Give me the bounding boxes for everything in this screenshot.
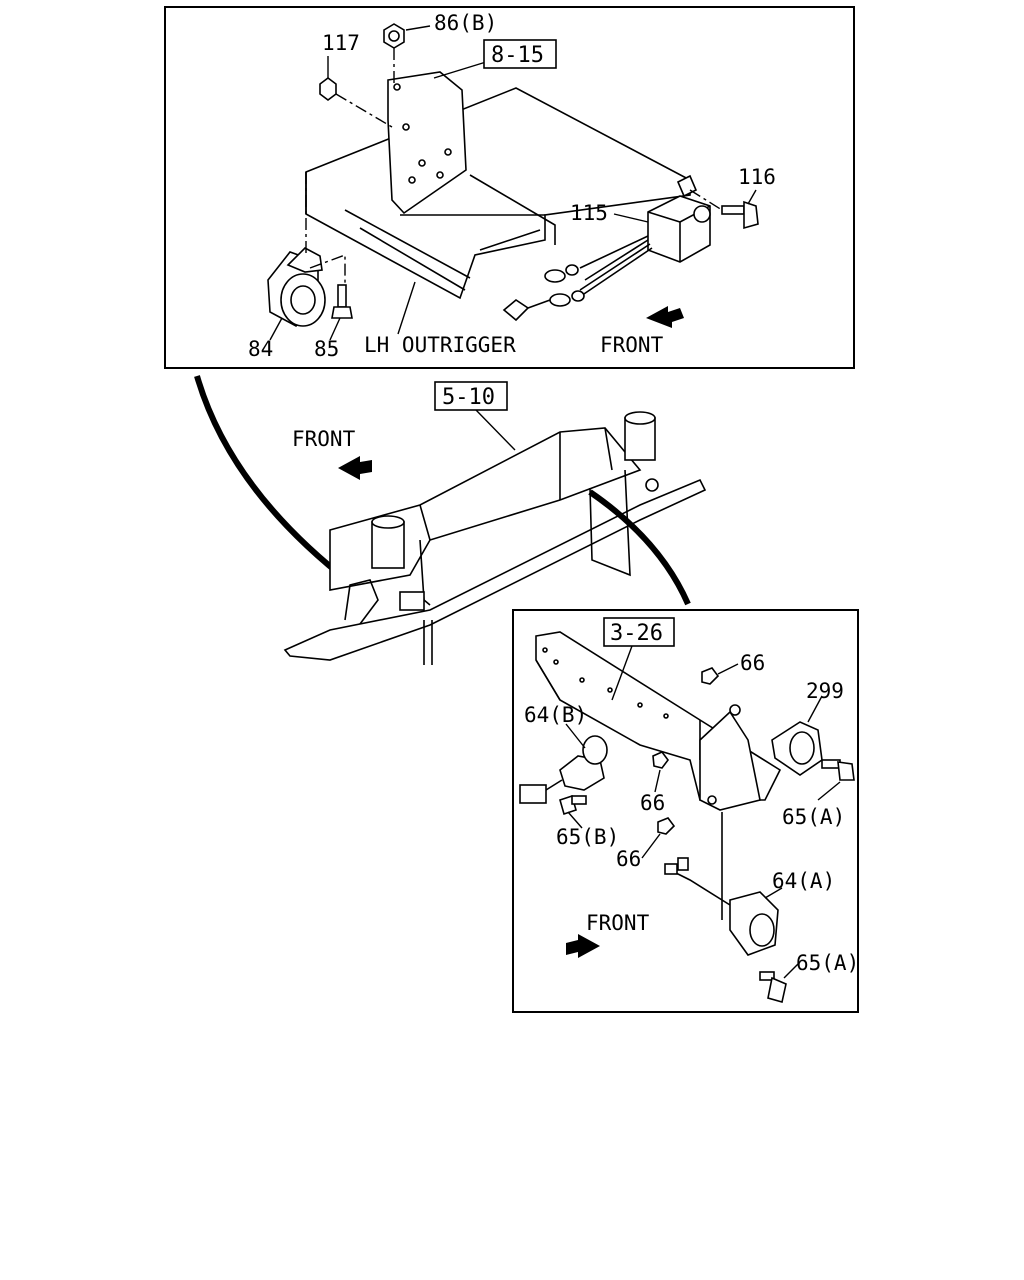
ref-8-15-text: 8-15 [491, 43, 544, 68]
front-arrow-icon [646, 306, 684, 328]
label-116: 116 [738, 165, 776, 189]
label-117: 117 [322, 31, 360, 55]
label-65a-low: 65(A) [796, 951, 859, 975]
sensor-64a [664, 812, 779, 956]
ref-box-8-15 [483, 39, 557, 69]
label-66-low: 66 [616, 847, 641, 871]
bolt-116 [689, 189, 759, 230]
label-65b: 65(B) [556, 825, 619, 849]
middle-frame-overview: FRONT 5-10 [194, 375, 707, 665]
label-front-top: FRONT [600, 333, 664, 357]
label-front-mid: FRONT [292, 427, 356, 451]
front-arrow-bottom-icon [566, 934, 600, 958]
sensor-64b [519, 735, 608, 804]
label-front-bottom: FRONT [586, 911, 650, 935]
label-84: 84 [248, 337, 273, 361]
top-detail-panel: 8-15 86(B) 117 116 115 84 85 LH OUTRIGGE… [164, 6, 855, 369]
label-66-mid: 66 [640, 791, 665, 815]
label-299: 299 [806, 679, 844, 703]
label-86b: 86(B) [434, 11, 497, 35]
bottom-detail-panel: FRONT 3-26 66 299 64(B) 66 65(A) 65(B) 6… [512, 609, 859, 1013]
bolt-85 [309, 253, 353, 319]
front-arrow-mid-icon [338, 456, 372, 480]
nut-86b [383, 23, 405, 86]
label-64b: 64(B) [524, 703, 587, 727]
label-65a-right: 65(A) [782, 805, 845, 829]
ref-3-26-text: 3-26 [610, 621, 663, 646]
label-lh-outrigger: LH OUTRIGGER [364, 333, 516, 357]
module-115 [502, 174, 711, 322]
label-115: 115 [570, 201, 608, 225]
label-85: 85 [314, 337, 339, 361]
label-64a: 64(A) [772, 869, 835, 893]
ref-box-3-26 [603, 617, 675, 647]
ref-5-10-text: 5-10 [442, 385, 495, 410]
ref-box-5-10 [434, 381, 508, 411]
actuator-84 [267, 172, 326, 328]
label-66-top: 66 [740, 651, 765, 675]
